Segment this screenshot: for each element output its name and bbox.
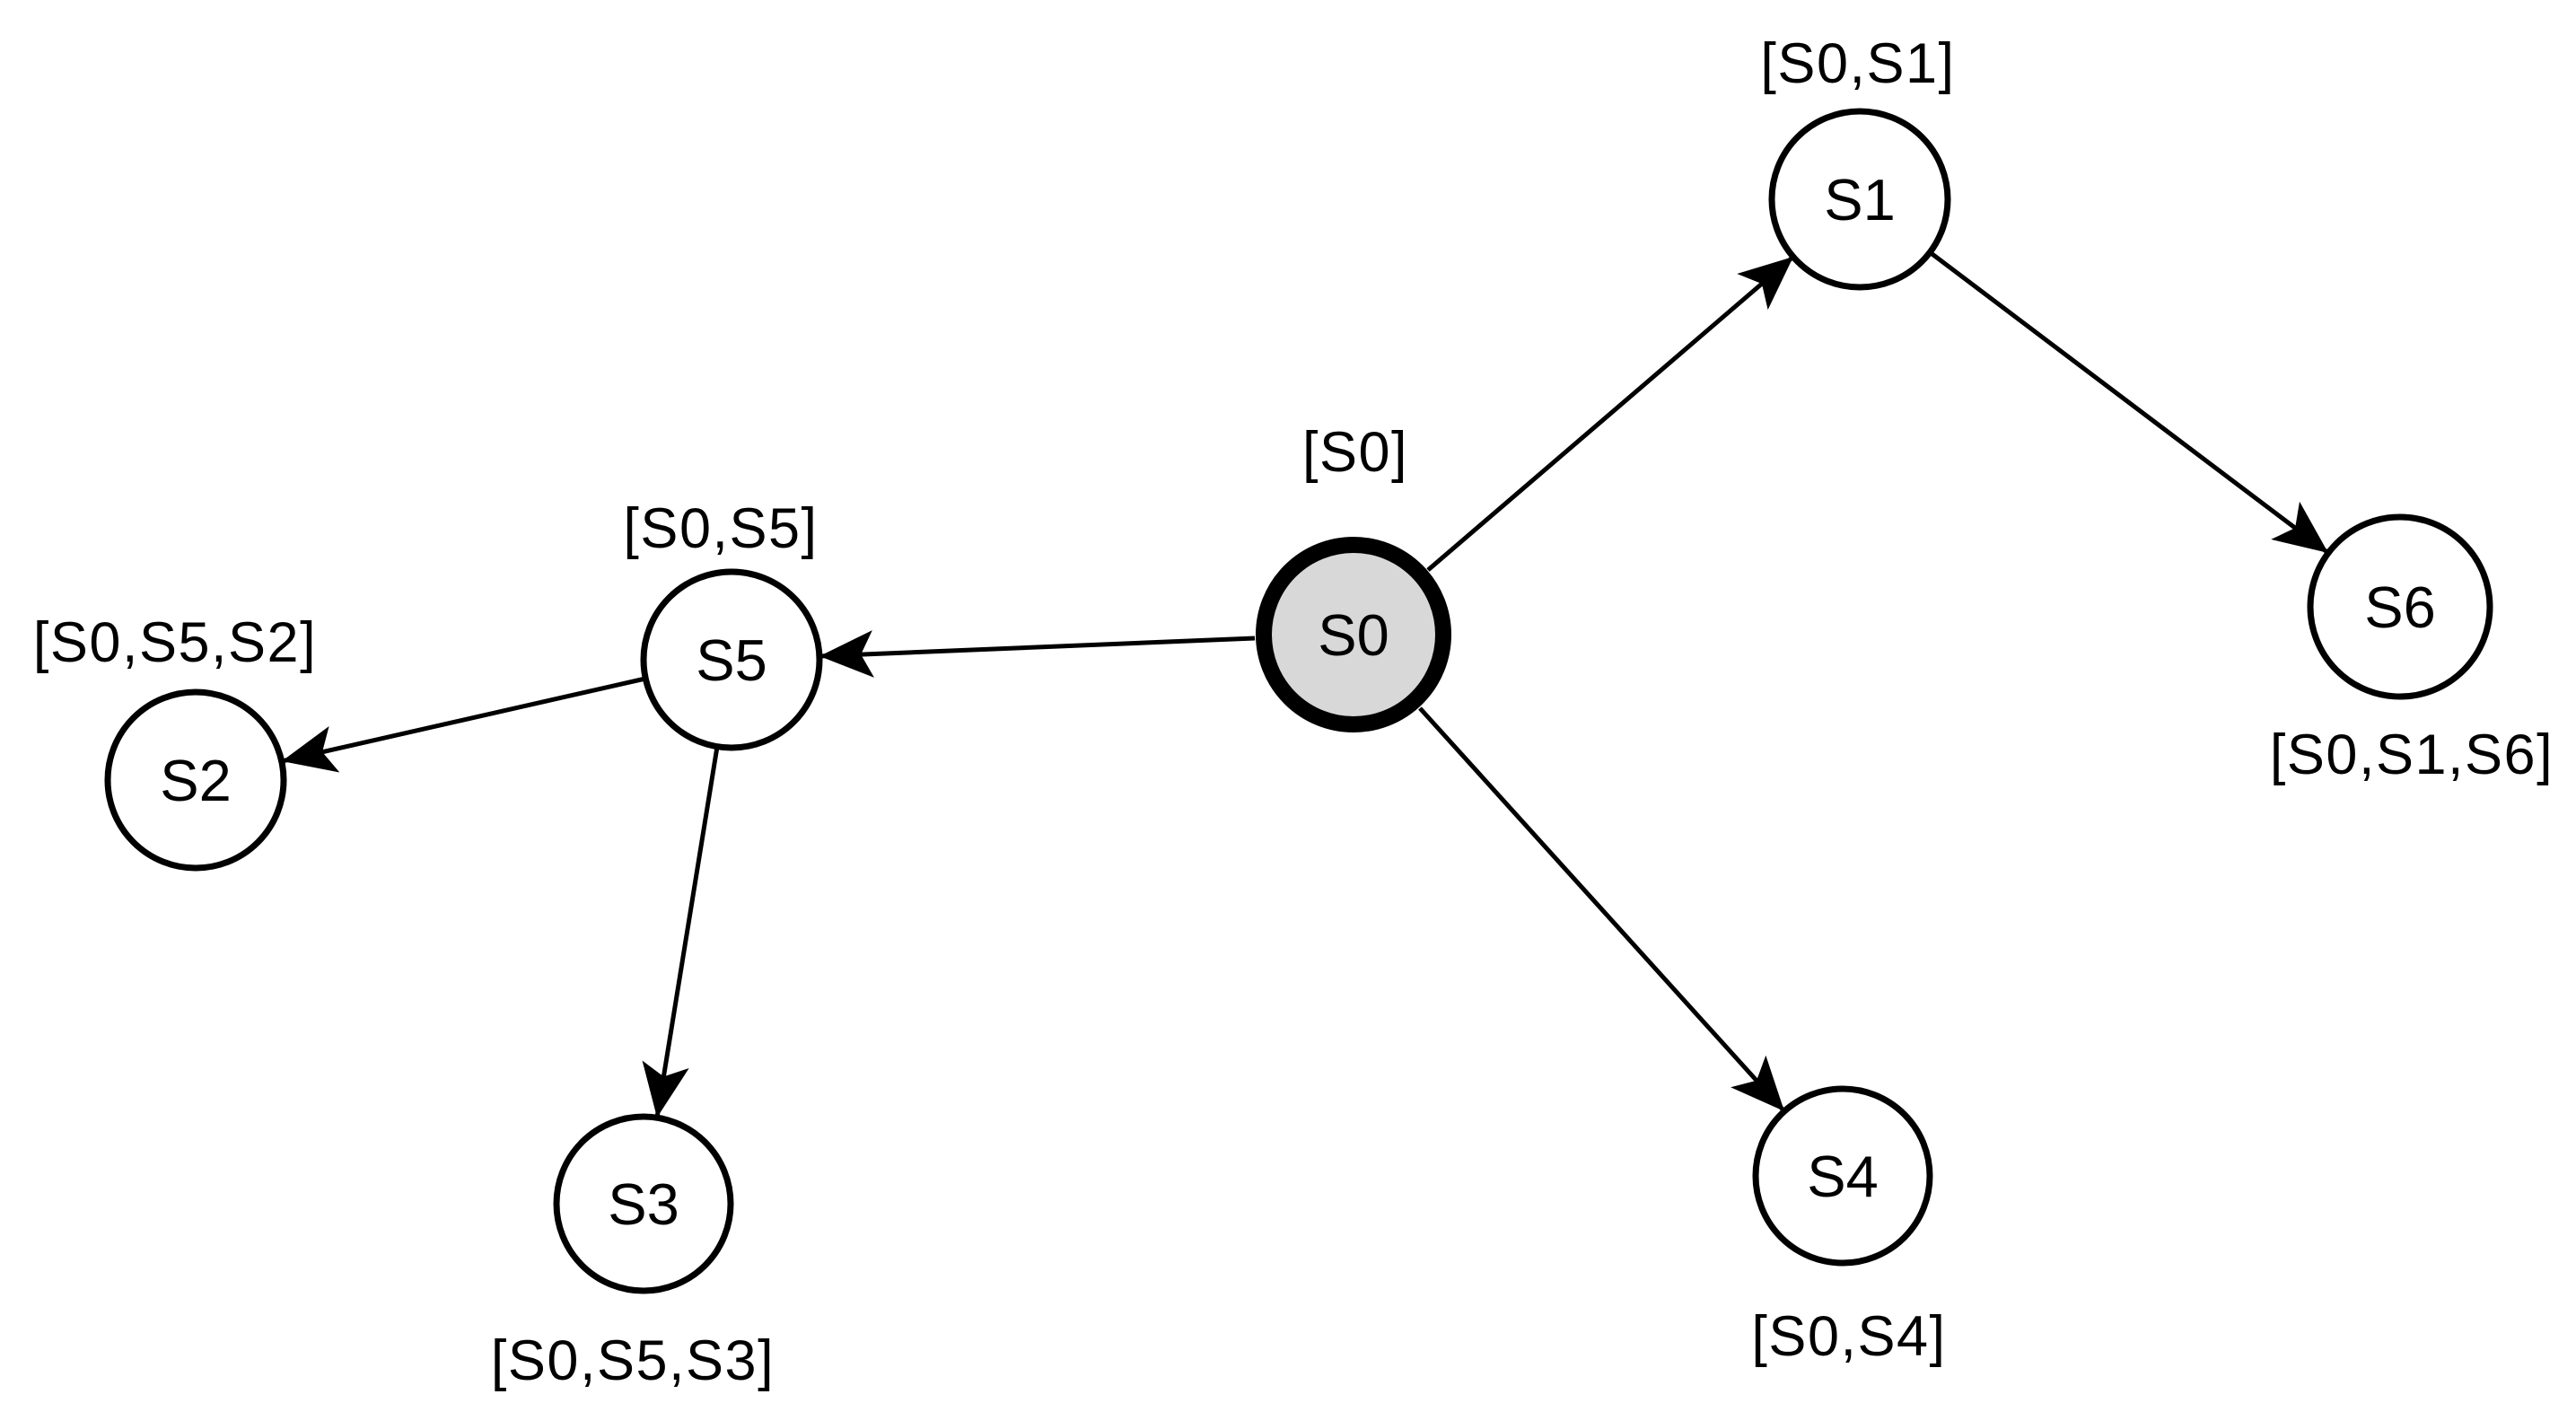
node-s2-label: S2 [160, 748, 232, 813]
node-s1: S1 [S0,S1] [1760, 32, 1955, 291]
node-s3: S3 [S0,S5,S3] [491, 1113, 775, 1392]
node-s3-path-label: [S0,S5,S3] [491, 1329, 775, 1392]
node-s3-circle [553, 1113, 734, 1294]
node-s0-path-label: [S0] [1302, 421, 1408, 484]
node-s1-label: S1 [1824, 167, 1896, 232]
node-s5-path-label: [S0,S5] [623, 497, 818, 560]
node-s5: S5 [S0,S5] [623, 497, 823, 751]
node-s2-circle [104, 688, 287, 872]
node-s4: S4 [S0,S4] [1751, 1085, 1946, 1368]
node-s4-label: S4 [1807, 1144, 1879, 1209]
node-s5-circle [640, 568, 823, 751]
node-s4-path-label: [S0,S4] [1751, 1305, 1946, 1368]
node-s0-circle [1256, 537, 1451, 732]
node-s2-path-label: [S0,S5,S2] [33, 611, 317, 674]
node-s3-label: S3 [608, 1171, 679, 1237]
edge-s0-s4 [1418, 706, 1786, 1113]
node-s0-label: S0 [1318, 602, 1389, 668]
node-s6-circle [2307, 513, 2493, 700]
edge-s5-s3 [642, 746, 720, 1118]
node-s6-label: S6 [2364, 574, 2436, 640]
node-s6-path-label: [S0,S1,S6] [2270, 723, 2554, 786]
nodes-layer: S0 [S0] S1 [S0,S1] S2 [S0,S5,S2] S3 [S0,… [33, 32, 2554, 1392]
edge-s0-s5 [819, 630, 1256, 678]
node-s2: S2 [S0,S5,S2] [33, 611, 317, 872]
node-s6: S6 [S0,S1,S6] [2270, 513, 2554, 786]
node-s4-circle [1752, 1085, 1933, 1267]
node-s1-circle [1768, 108, 1951, 291]
edge-s1-s6 [1928, 250, 2330, 555]
node-s1-path-label: [S0,S1] [1760, 32, 1955, 95]
edge-s0-s1 [1426, 255, 1795, 572]
node-s5-label: S5 [696, 627, 767, 693]
edge-s5-s2 [281, 676, 646, 773]
node-s0: S0 [S0] [1256, 421, 1451, 732]
edges-layer [281, 250, 2330, 1118]
